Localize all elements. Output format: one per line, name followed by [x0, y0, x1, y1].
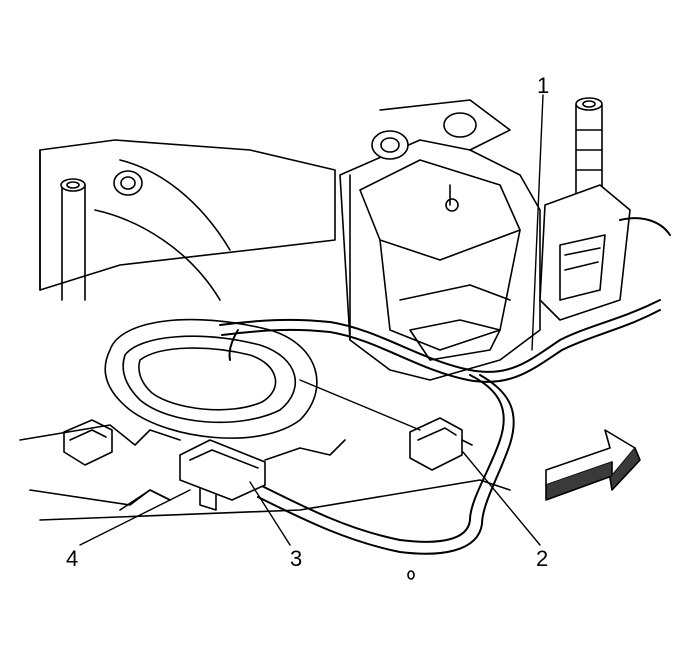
wiring-harness [219, 217, 671, 555]
hose-fitting [113, 170, 143, 196]
leader-4 [79, 489, 191, 546]
control-module [539, 184, 631, 321]
pulley-housing [104, 318, 318, 439]
leader-2 [462, 451, 541, 546]
callout-2: 2 [536, 546, 549, 571]
right-coolant-pipe [575, 97, 603, 201]
callout-3: 3 [290, 546, 303, 571]
leader-3 [249, 481, 291, 546]
callout-1: 1 [537, 73, 550, 98]
ground-outline [39, 479, 511, 521]
callout-4: 4 [66, 546, 79, 571]
connector-4-left [63, 419, 113, 466]
leader-lines [79, 94, 544, 546]
connector-3 [179, 439, 266, 511]
connector-2 [409, 417, 473, 471]
forward-arrow-icon [545, 429, 641, 501]
mount-bracket [339, 99, 541, 381]
left-coolant-pipe [60, 178, 86, 301]
leader-1 [531, 94, 544, 351]
engine-cover [39, 139, 336, 301]
small-bolt [407, 570, 415, 580]
leader-2b [299, 379, 421, 431]
